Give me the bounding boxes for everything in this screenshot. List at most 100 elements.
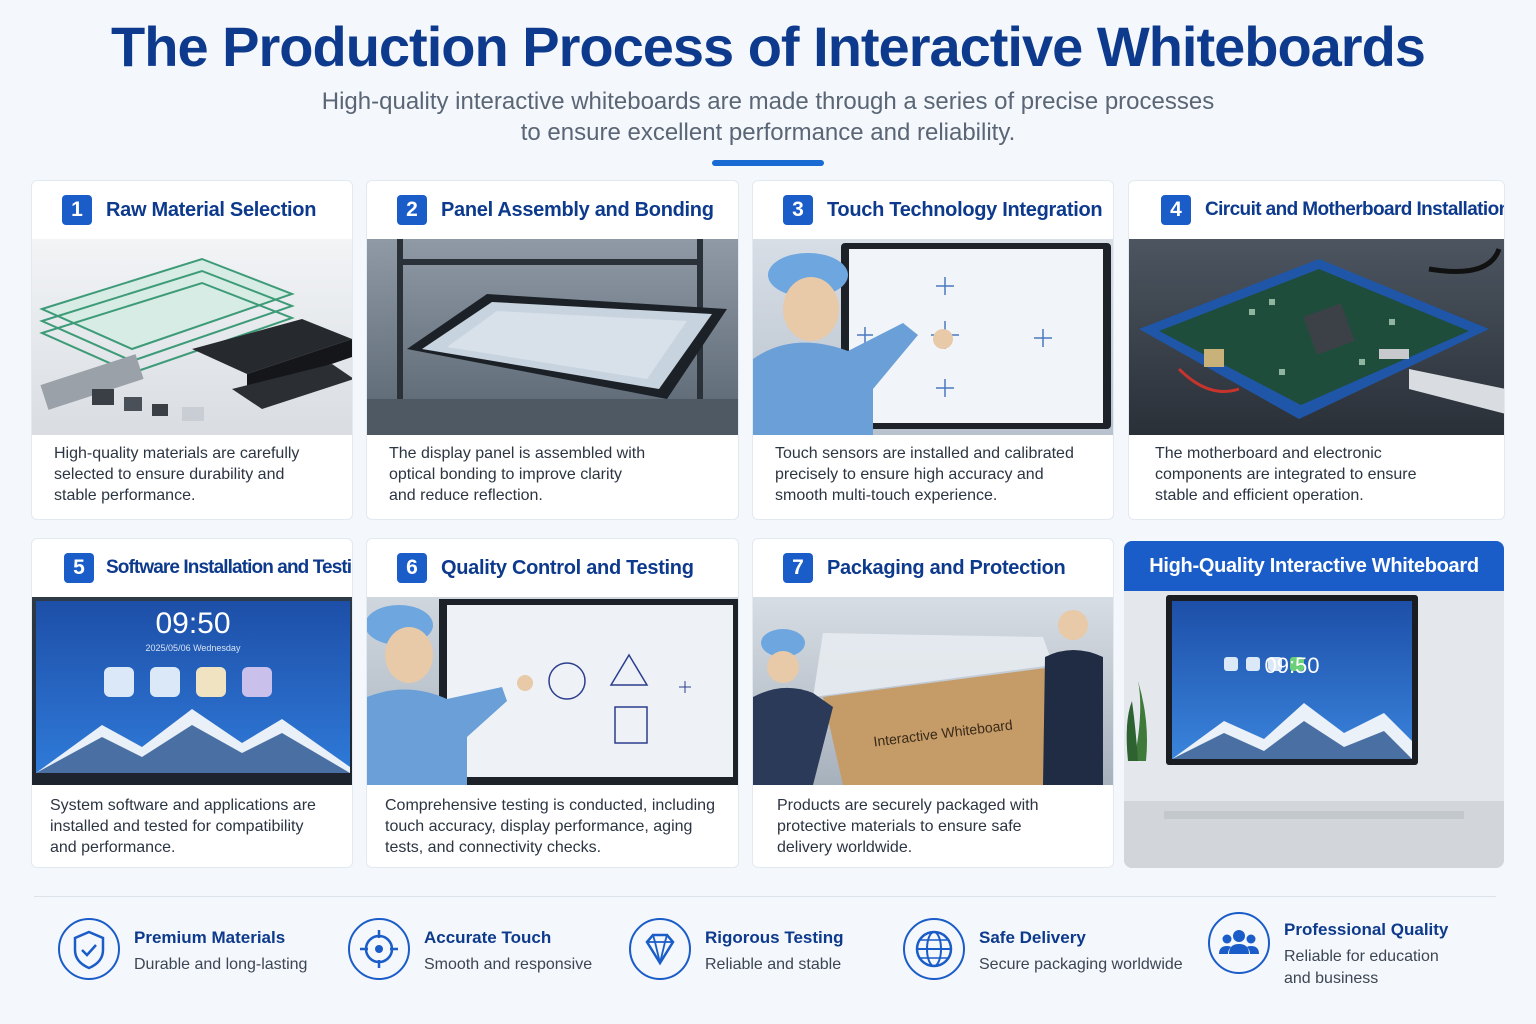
desc-line: precisely to ensure high accuracy and (775, 466, 1044, 483)
step-header: 2 Panel Assembly and Bonding (367, 181, 738, 239)
step-description: The motherboard and electronic component… (1155, 443, 1490, 506)
desc-line: tests, and connectivity checks. (385, 839, 602, 856)
step-card-raw-material: 1 Raw Material Selection High-quality ma… (31, 180, 353, 520)
feature-desc-line: Reliable for education (1284, 948, 1439, 965)
step-title: Packaging and Protection (827, 556, 1066, 579)
desc-line: components are integrated to ensure (1155, 466, 1417, 483)
software-screen-date: 2025/05/06 Wednesday (145, 643, 241, 653)
desc-line: High-quality materials are carefully (54, 445, 300, 462)
feature-title: Accurate Touch (424, 928, 552, 947)
step-title: Touch Technology Integration (827, 198, 1103, 221)
feature-description: Reliable for education and business (1284, 946, 1448, 990)
footer-divider (34, 896, 1496, 897)
desc-line: Comprehensive testing is conducted, incl… (385, 797, 715, 814)
highlight-screen-clock: 09:50 (1264, 653, 1320, 678)
feature-title: Premium Materials (134, 928, 286, 947)
touch-integration-photo (753, 239, 1113, 435)
step-number: 7 (783, 553, 813, 583)
desc-line: smooth multi-touch experience. (775, 487, 998, 504)
feature-text: Accurate Touch Smooth and responsive (424, 918, 592, 976)
desc-line: protective materials to ensure safe (777, 818, 1022, 835)
subtitle-line: to ensure excellent performance and reli… (520, 119, 1016, 146)
desc-line: selected to ensure durability and (54, 466, 285, 483)
step-card-panel-assembly: 2 Panel Assembly and Bonding The display… (366, 180, 739, 520)
step-number: 2 (397, 195, 427, 225)
step-header: 3 Touch Technology Integration (753, 181, 1113, 239)
feature-description: Durable and long-lasting (134, 954, 307, 976)
feature-desc-line: and business (1284, 970, 1379, 987)
step-number: 3 (783, 195, 813, 225)
raw-materials-photo (32, 239, 352, 435)
panel-assembly-photo (367, 239, 738, 435)
step-card-packaging: 7 Packaging and Protection Interactive W… (752, 538, 1114, 868)
feature-title: Professional Quality (1284, 920, 1449, 939)
feature-description: Smooth and responsive (424, 954, 592, 976)
feature-text: Professional Quality Reliable for educat… (1284, 912, 1448, 990)
step-number: 6 (397, 553, 427, 583)
feature-title: Safe Delivery (979, 928, 1086, 947)
title-underline (712, 160, 824, 166)
users-icon (1208, 912, 1270, 974)
step-card-software-installation: 5 Software Installation and Testing 09:5… (31, 538, 353, 868)
desc-line: Products are securely packaged with (777, 797, 1039, 814)
desc-line: touch accuracy, display performance, agi… (385, 818, 693, 835)
step-card-quality-control: 6 Quality Control and Testing Comprehens… (366, 538, 739, 868)
feature-accurate-touch: Accurate Touch Smooth and responsive (348, 918, 592, 980)
step-header: 1 Raw Material Selection (32, 181, 352, 239)
feature-premium-materials: Premium Materials Durable and long-lasti… (58, 918, 307, 980)
diamond-icon (629, 918, 691, 980)
step-header: 6 Quality Control and Testing (367, 539, 738, 597)
globe-icon (903, 918, 965, 980)
step-card-circuit-installation: 4 Circuit and Motherboard Installation T… (1128, 180, 1505, 520)
step-description: System software and applications are ins… (50, 795, 338, 858)
feature-description: Secure packaging worldwide (979, 954, 1183, 976)
desc-line: The display panel is assembled with (389, 445, 646, 462)
step-number: 4 (1161, 195, 1191, 225)
step-header: 5 Software Installation and Testing (32, 539, 352, 597)
desc-line: Touch sensors are installed and calibrat… (775, 445, 1074, 462)
step-title: Panel Assembly and Bonding (441, 198, 714, 221)
step-description: Comprehensive testing is conducted, incl… (385, 795, 724, 858)
desc-line: The motherboard and electronic (1155, 445, 1382, 462)
step-description: Products are securely packaged with prot… (777, 795, 1099, 858)
desc-line: optical bonding to improve clarity (389, 466, 623, 483)
step-description: Touch sensors are installed and calibrat… (775, 443, 1099, 506)
feature-desc-line: Secure packaging worldwide (979, 956, 1183, 973)
highlight-title: High-Quality Interactive Whiteboard (1124, 541, 1504, 591)
feature-safe-delivery: Safe Delivery Secure packaging worldwide (903, 918, 1183, 980)
quality-testing-photo (367, 597, 738, 785)
crosshair-icon (348, 918, 410, 980)
page-subtitle: High-quality interactive whiteboards are… (0, 86, 1536, 148)
desc-line: and reduce reflection. (389, 487, 543, 504)
subtitle-line: High-quality interactive whiteboards are… (321, 88, 1215, 115)
software-screen-clock: 09:50 (155, 607, 231, 640)
desc-line: and performance. (50, 839, 176, 856)
step-header: 4 Circuit and Motherboard Installation (1129, 181, 1504, 239)
step-title: Quality Control and Testing (441, 556, 694, 579)
feature-text: Rigorous Testing Reliable and stable (705, 918, 844, 976)
step-header: 7 Packaging and Protection (753, 539, 1113, 597)
step-title: Circuit and Motherboard Installation (1205, 199, 1505, 220)
feature-text: Safe Delivery Secure packaging worldwide (979, 918, 1183, 976)
desc-line: System software and applications are (50, 797, 316, 814)
shield-check-icon (58, 918, 120, 980)
feature-rigorous-testing: Rigorous Testing Reliable and stable (629, 918, 844, 980)
highlight-product-card: High-Quality Interactive Whiteboard 09:5… (1124, 541, 1504, 868)
step-number: 1 (62, 195, 92, 225)
software-screen-photo: 09:50 2025/05/06 Wednesday (32, 597, 352, 785)
desc-line: installed and tested for compatibility (50, 818, 304, 835)
page-title: The Production Process of Interactive Wh… (111, 15, 1426, 78)
feature-title: Rigorous Testing (705, 928, 844, 947)
desc-line: stable and efficient operation. (1155, 487, 1364, 504)
desc-line: stable performance. (54, 487, 196, 504)
step-title: Raw Material Selection (106, 198, 317, 221)
step-card-touch-integration: 3 Touch Technology Integration Touch sen… (752, 180, 1114, 520)
desc-line: delivery worldwide. (777, 839, 913, 856)
feature-professional-quality: Professional Quality Reliable for educat… (1208, 912, 1448, 990)
step-description: The display panel is assembled with opti… (389, 443, 724, 506)
feature-desc-line: Reliable and stable (705, 956, 842, 973)
feature-text: Premium Materials Durable and long-lasti… (134, 918, 307, 976)
step-description: High-quality materials are carefully sel… (54, 443, 338, 506)
feature-desc-line: Durable and long-lasting (134, 956, 308, 973)
packaging-photo: Interactive Whiteboard (753, 597, 1113, 785)
